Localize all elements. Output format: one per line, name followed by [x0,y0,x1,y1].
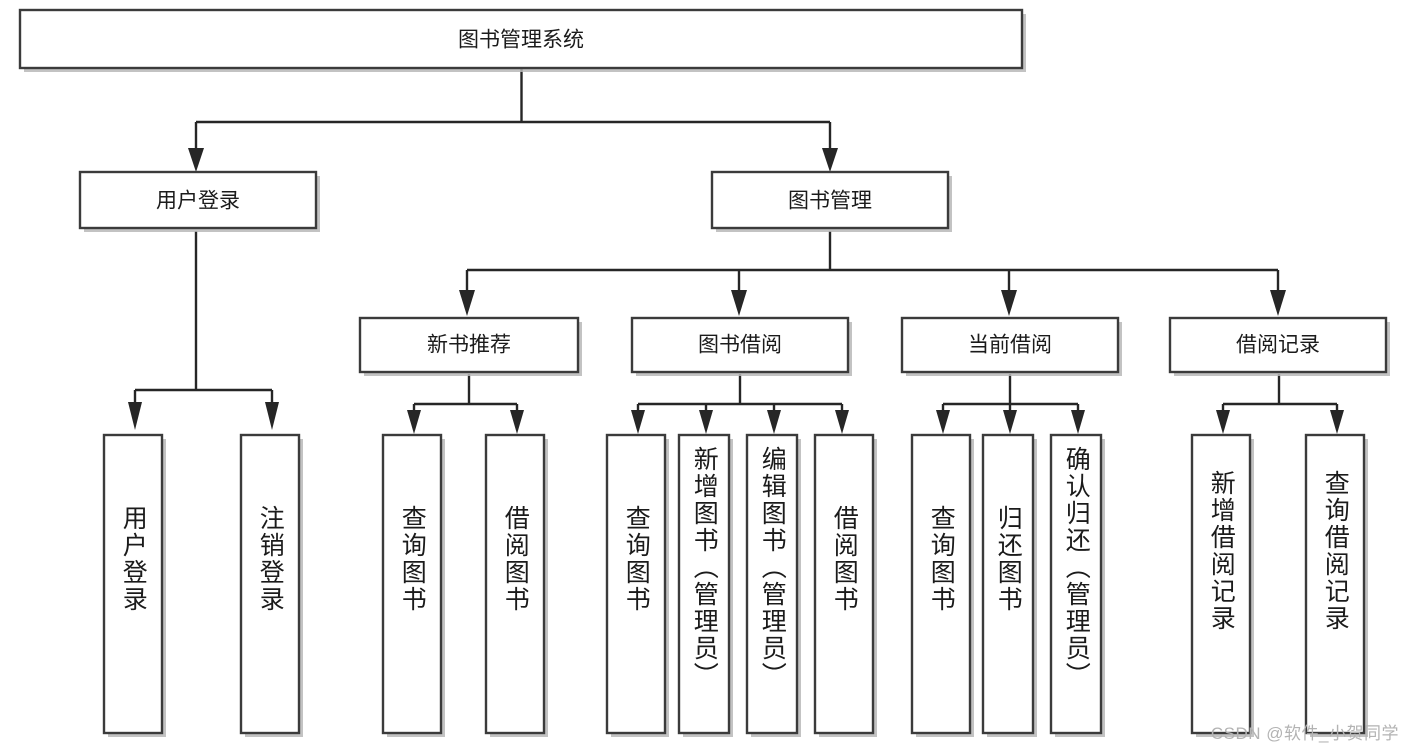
arrow-head-user-login [188,148,204,172]
node-book-manage[interactable]: 图书管理 [710,170,952,232]
node-book-borrow-box [630,316,850,374]
leaf-edit-book-box[interactable] [745,433,799,735]
node-book-borrow-label: 图书借阅 [698,334,782,357]
arrow-head-new-book-recommend [459,290,475,316]
node-borrow-record-box [1168,316,1388,374]
node-borrow-record-label: 借阅记录 [1236,334,1320,357]
arrow-head-leaf-borrow-book-2 [835,410,849,434]
arrow-head-leaf-query-record [1330,410,1344,434]
arrow-head-leaf-add-book [699,410,713,434]
node-user-login-label: 用户登录 [156,190,240,213]
arrow-head-leaf-borrow-book-1 [510,410,524,434]
connector-group-current-borrow [936,374,1085,434]
arrow-head-leaf-query-book-2 [631,410,645,434]
node-current-borrow-label: 当前借阅 [968,334,1052,357]
node-new-book-recommend-label: 新书推荐 [427,334,511,357]
leaf-confirm-return-box[interactable] [1049,433,1103,735]
leaf-query-book-1-box[interactable] [381,433,443,735]
arrow-head-leaf-add-record [1216,410,1230,434]
arrow-head-leaf-confirm-return [1071,410,1085,434]
node-new-book-recommend-box [358,316,580,374]
leaf-query-record-box[interactable] [1304,433,1366,735]
connector-group-root [188,68,838,172]
leaf-user-login-box[interactable] [102,433,164,735]
arrow-head-leaf-query-book-3 [936,410,950,434]
arrow-head-leaf-return-book [1003,410,1017,434]
arrow-head-borrow-record [1270,290,1286,316]
leaf-query-book-3-box[interactable] [910,433,972,735]
arrow-head-leaf-user-login [128,402,142,430]
leaf-borrow-book-1-box[interactable] [484,433,546,735]
arrow-head-leaf-query-book-1 [407,410,421,434]
node-book-manage-label: 图书管理 [788,190,872,213]
leaf-add-record-box[interactable] [1190,433,1252,735]
arrow-head-book-borrow [731,290,747,316]
arrow-head-leaf-edit-book [767,410,781,434]
connector-group-user-login [128,231,279,430]
connector-group-borrow-record [1216,374,1344,434]
arrow-head-book-manage [822,148,838,172]
leaf-logout-box[interactable] [239,433,301,735]
arrow-head-current-borrow [1001,290,1017,316]
node-root-label: 图书管理系统 [458,29,584,52]
connector-group-book-borrow [631,374,849,434]
watermark-text: CSDN @软件_小贺同学 [1210,724,1399,743]
connector-group-book-manage [459,231,1286,316]
node-root-box [18,8,1024,70]
node-book-borrow[interactable]: 图书借阅 [630,316,852,376]
node-borrow-record[interactable]: 借阅记录 [1168,316,1390,376]
leaf-query-book-2-box[interactable] [605,433,667,735]
node-book-manage-box [710,170,950,230]
leaf-borrow-book-2-box[interactable] [813,433,875,735]
node-new-book-recommend[interactable]: 新书推荐 [358,316,582,376]
arrow-head-leaf-logout [265,402,279,430]
connector-group-new-book-recommend [407,374,524,434]
node-user-login-box [78,170,318,230]
leaf-add-book-box[interactable] [677,433,731,735]
node-current-borrow[interactable]: 当前借阅 [900,316,1122,376]
node-user-login[interactable]: 用户登录 [78,170,320,232]
node-root[interactable]: 图书管理系统 [18,8,1026,72]
leaf-box-group [102,433,1368,737]
node-current-borrow-box [900,316,1120,374]
leaf-return-book-box[interactable] [981,433,1035,735]
